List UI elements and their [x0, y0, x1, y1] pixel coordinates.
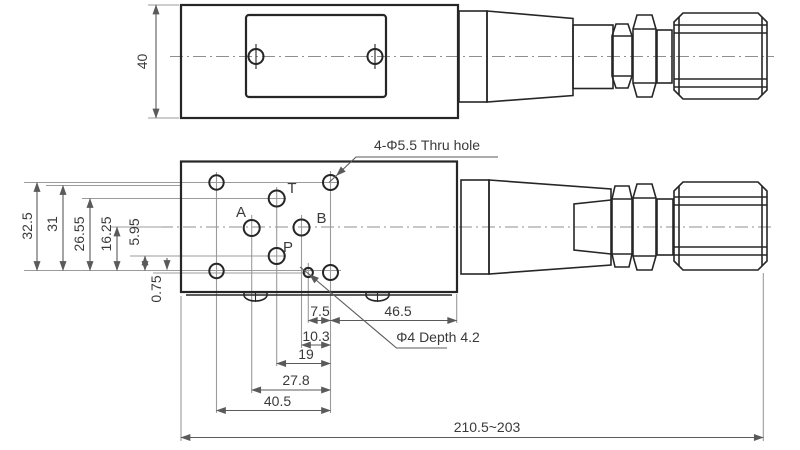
- mount-hole-top-left: [208, 174, 225, 191]
- depth-hole: [302, 266, 314, 279]
- port-labels: T A B P: [236, 180, 327, 256]
- depth-hole-leader: [309, 274, 447, 349]
- top-view: 40: [134, 3, 774, 120]
- dim-46-5-label: 46.5: [384, 303, 411, 319]
- washer: [656, 29, 673, 84]
- dim-40-label: 40: [134, 54, 150, 70]
- thru-hole-note: 4-Φ5.5 Thru hole: [374, 137, 480, 153]
- top-view-holes: [247, 44, 384, 69]
- port-p-label: P: [283, 239, 293, 256]
- port-t-label: T: [287, 180, 296, 197]
- step-block: [572, 24, 614, 90]
- dim-0-75-label: 0.75: [148, 275, 164, 302]
- adjust-knob: [673, 12, 768, 100]
- dim-31-label: 31: [44, 216, 60, 232]
- dim-19-label: 19: [298, 346, 314, 362]
- dim-5-95-label: 5.95: [126, 218, 142, 245]
- port-a-hole: [242, 219, 261, 237]
- dim-26-55-label: 26.55: [71, 216, 87, 251]
- top-view-cavity-outline: [244, 13, 388, 99]
- cone-housing: [486, 10, 574, 103]
- annotations: 4-Φ5.5 Thru hole Φ4 Depth 4.2: [299, 137, 498, 349]
- hex-nut: [611, 185, 633, 268]
- cone-housing: [488, 179, 612, 275]
- washer: [656, 198, 674, 256]
- port-t-hole: [267, 189, 286, 208]
- port-b-label: B: [316, 210, 326, 227]
- dim-32-5-label: 32.5: [19, 212, 35, 239]
- port-p-hole: [267, 247, 286, 265]
- hex-nut: [611, 23, 633, 89]
- dim-overall-label: 210.5~203: [454, 419, 521, 435]
- mount-hole-bottom-right: [322, 264, 339, 281]
- inner-seat: [573, 199, 612, 255]
- top-view-valve-body: [458, 10, 768, 103]
- top-view-plate-outline: [179, 3, 460, 120]
- dim-40: 40: [134, 4, 179, 119]
- adjust-knob: [673, 181, 768, 271]
- left-dimensions: 32.5 31 26.55 16.25 5.95 0.75: [19, 181, 171, 303]
- dim-40-5-label: 40.5: [264, 393, 291, 409]
- bottom-view: T A B P: [19, 137, 774, 442]
- dim-27-8-label: 27.8: [282, 372, 309, 388]
- bottom-view-holes: [208, 174, 339, 281]
- bottom-view-valve-body: [460, 179, 768, 275]
- bottom-view-plate-outline: [179, 160, 459, 294]
- dim-10-3-label: 10.3: [302, 328, 329, 344]
- dim-16-25-label: 16.25: [98, 216, 114, 251]
- thru-hole-leader: [336, 156, 498, 176]
- port-b-hole: [292, 218, 311, 237]
- dim-7-5-label: 7.5: [310, 303, 330, 319]
- port-a-label: A: [236, 204, 246, 221]
- thru-hole: [322, 174, 339, 191]
- bottom-dimensions: 7.5 46.5 10.3 19 27.8 40.5 210.5~203: [180, 303, 764, 442]
- lock-nut: [632, 183, 657, 271]
- depth-hole-note: Φ4 Depth 4.2: [396, 329, 480, 345]
- lock-nut: [632, 14, 657, 98]
- mounting-bolt-heads: [243, 291, 390, 302]
- mount-hole-bottom-left: [208, 262, 225, 280]
